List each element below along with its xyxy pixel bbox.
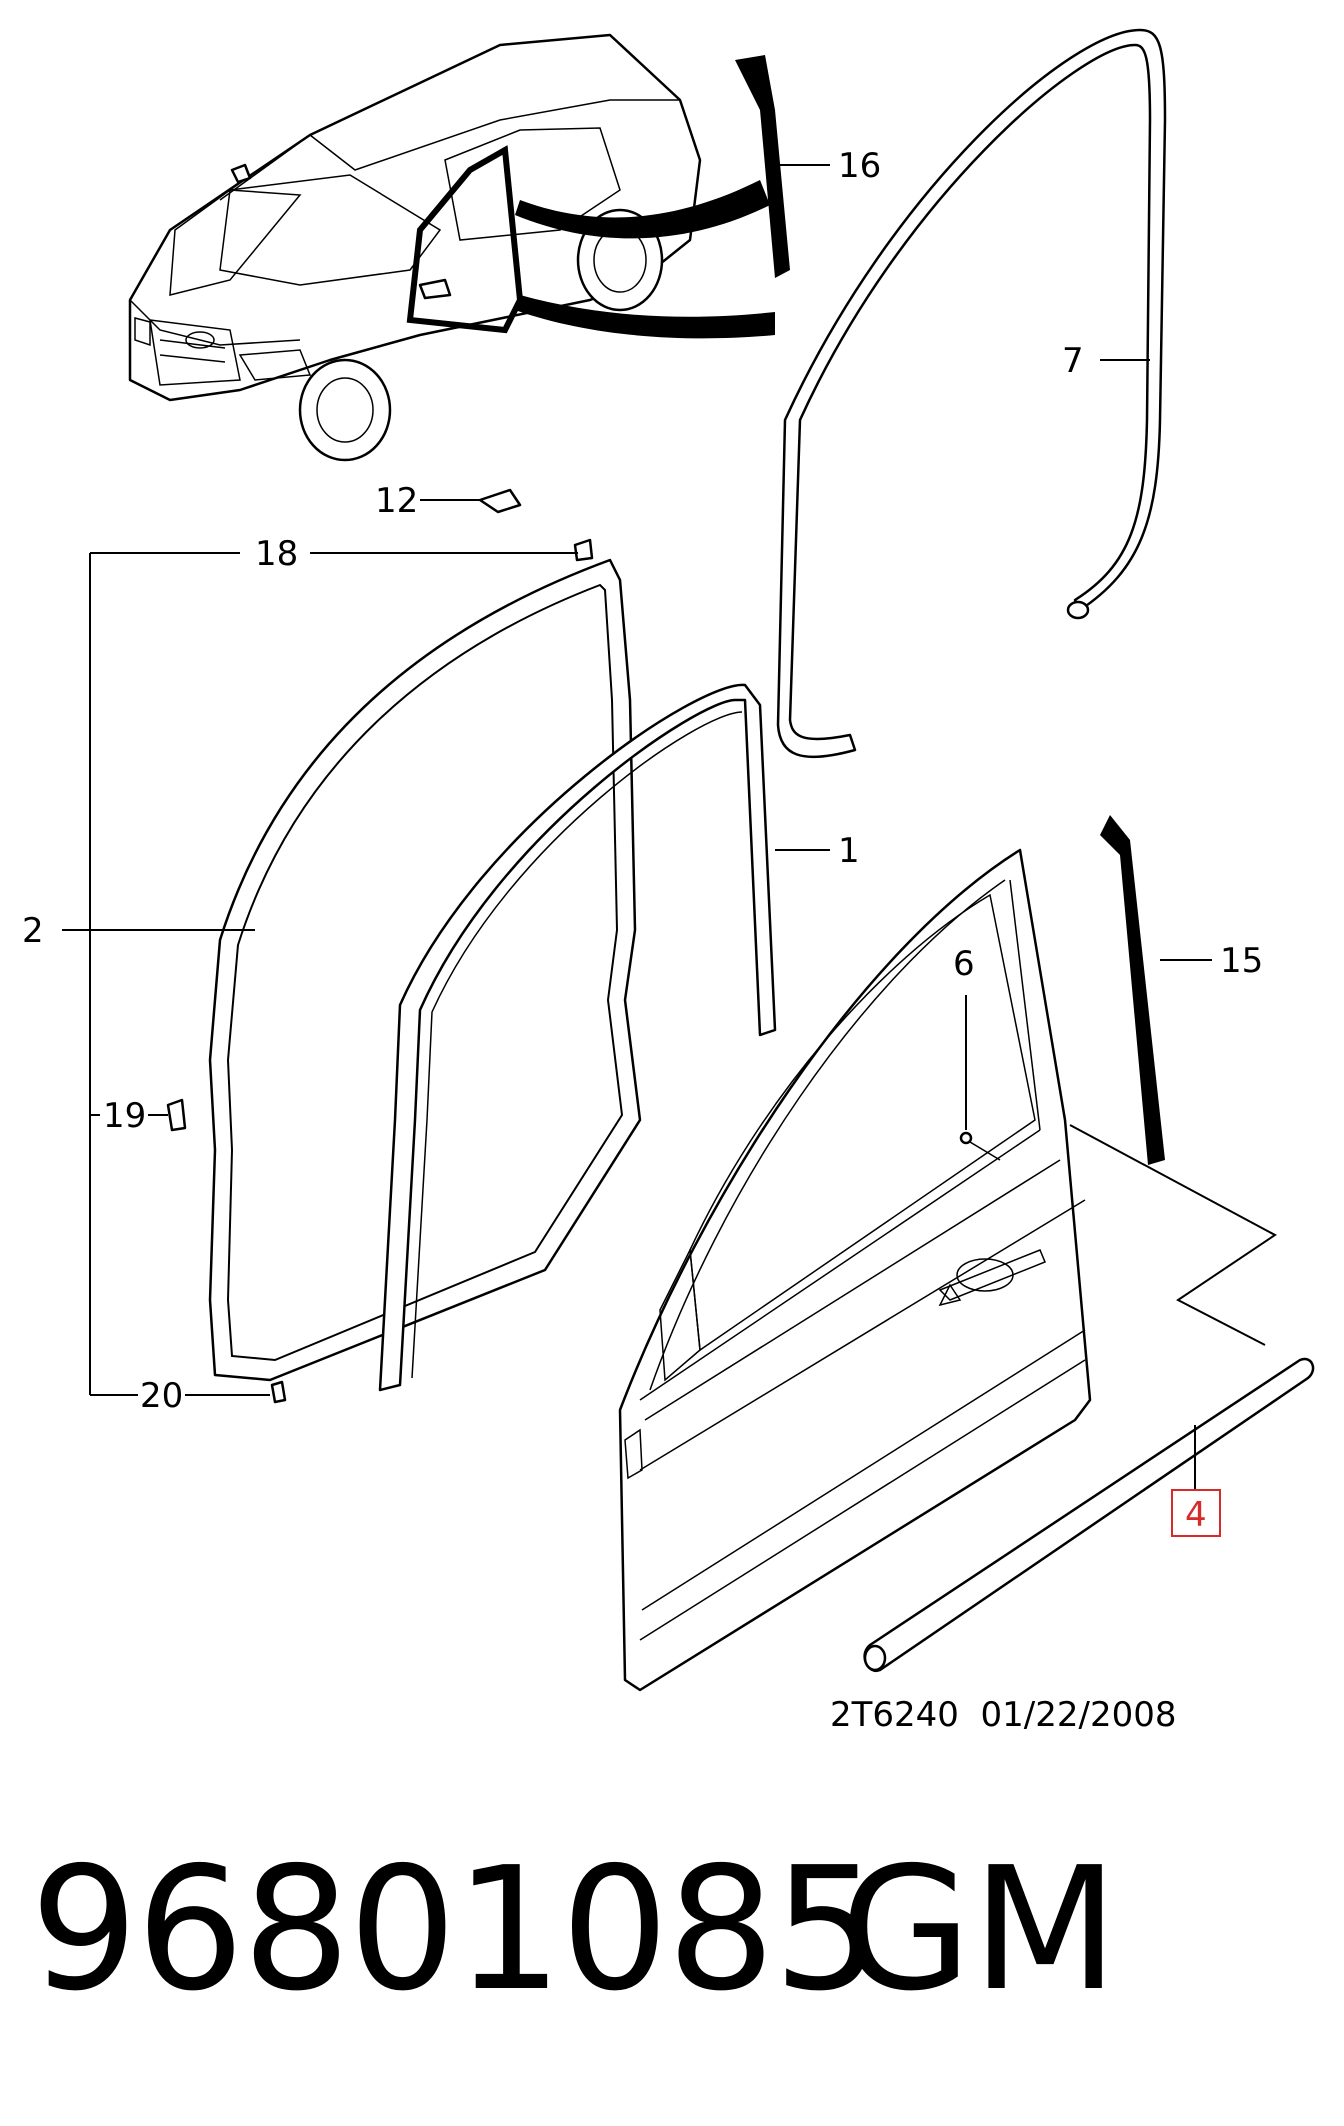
part-20-clip [270,1380,287,1404]
callout-16: 16 [838,146,881,186]
callout-4-highlight-box [1171,1489,1221,1537]
part-1-glass-run [378,683,777,1392]
callout-15: 15 [1220,941,1263,981]
callout-12: 12 [375,481,418,521]
callout-20: 20 [140,1376,183,1416]
part-6-screw [959,995,1001,1161]
car-illustration [128,33,775,462]
callout-19: 19 [103,1096,146,1136]
part-7-weatherstrip [776,28,1167,759]
callout-2: 2 [22,911,44,951]
part-12-clip [478,488,522,514]
diagram-footer-code: 2T6240 01/22/2008 [830,1695,1177,1735]
callout-18: 18 [255,534,298,574]
part-16-pillar-trim [735,55,790,278]
callout-4: 4 [1185,1495,1207,1535]
leader-bracket [62,552,578,1396]
part-4-door-molding [863,1357,1315,1673]
callout-1: 1 [838,831,860,871]
door-assembly [618,848,1277,1692]
part-number: 96801085 [30,1831,881,2029]
part-19-clip [166,1098,187,1132]
brand-label: GM [840,1831,1119,2029]
callout-7: 7 [1062,341,1084,381]
part-15-pillar-trim [1100,815,1165,1165]
callout-6: 6 [953,944,975,984]
parts-diagram: 16 7 12 18 1 2 6 15 19 20 4 [22,28,1315,1692]
part-18-clip [573,538,594,562]
